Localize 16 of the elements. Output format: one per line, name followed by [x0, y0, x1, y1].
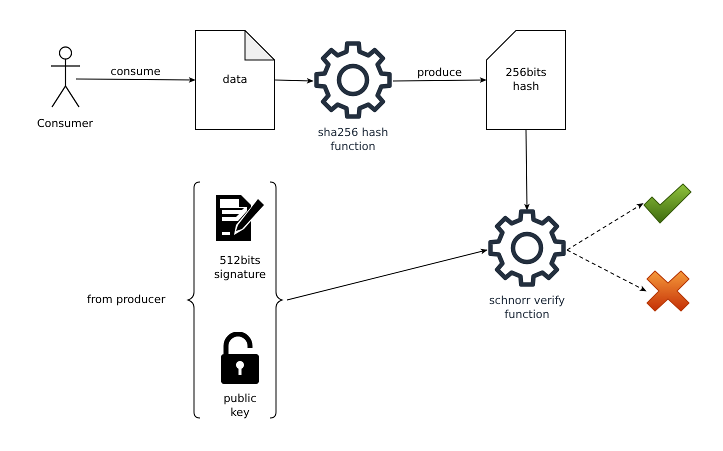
- node-label: schnorr verify function: [488, 294, 566, 322]
- arrow: [76, 77, 196, 83]
- arrow: [524, 130, 530, 211]
- arrow: [274, 78, 314, 84]
- arrow: [286, 248, 488, 300]
- node-label: public key: [222, 392, 258, 420]
- dashed-arrow: [566, 203, 644, 250]
- dashed-arrow: [566, 250, 647, 292]
- node-label: 512bits signature: [213, 254, 267, 282]
- group-label: from producer: [87, 293, 166, 307]
- node-label: Consumer: [36, 117, 94, 131]
- arrow: [392, 77, 487, 83]
- edge-label: produce: [415, 66, 464, 78]
- node-label: data: [222, 73, 248, 87]
- node-label: 256bits hash: [504, 66, 548, 94]
- node-label: sha256 hash function: [316, 126, 390, 154]
